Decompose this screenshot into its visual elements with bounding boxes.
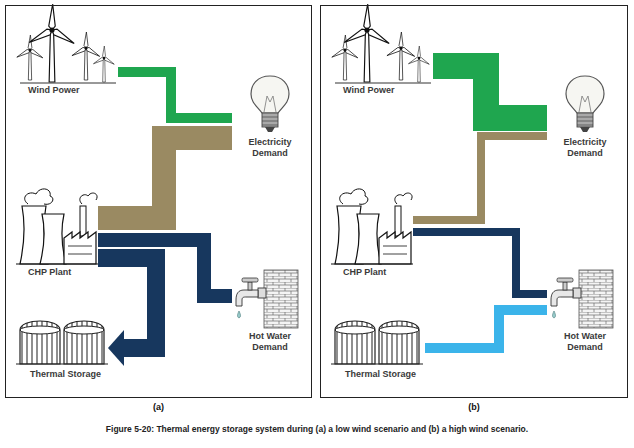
flow-band <box>413 136 547 220</box>
component-node: Hot Water Demand <box>547 268 623 355</box>
flow-bands <box>98 66 547 348</box>
component-node: Electricity Demand <box>547 74 623 161</box>
node-label: Hot Water Demand <box>234 331 306 353</box>
node-label: CHP Plant <box>331 267 411 278</box>
flow-band <box>433 66 547 118</box>
node-label: CHP Plant <box>16 267 96 278</box>
panel-label: (a) <box>6 402 311 413</box>
flow-band <box>425 310 547 348</box>
panel-b-art <box>331 4 613 364</box>
component-node: CHP Plant <box>14 186 98 280</box>
panel-label: (b) <box>321 402 627 413</box>
figure-caption: Figure 5-20: Thermal energy storage syst… <box>4 424 630 435</box>
node-label: Electricity Demand <box>234 137 306 159</box>
component-node: Thermal Storage <box>14 306 110 382</box>
component-node: Thermal Storage <box>329 306 425 382</box>
node-label: Wind Power <box>20 85 116 96</box>
icon-space <box>331 307 423 369</box>
component-node: Electricity Demand <box>232 74 308 161</box>
flow-band <box>98 258 156 348</box>
icon-space <box>331 187 411 267</box>
scenario-panel: (a)Wind PowerElectricity DemandCHP Plant… <box>5 5 312 398</box>
icon-space <box>549 269 621 331</box>
component-node: CHP Plant <box>329 186 413 280</box>
node-label: Electricity Demand <box>549 137 621 159</box>
node-label: Hot Water Demand <box>549 331 621 353</box>
flow-band <box>98 138 232 218</box>
node-label: Wind Power <box>335 85 431 96</box>
scenario-panel: (b)Wind PowerElectricity DemandCHP Plant… <box>320 5 628 398</box>
icon-space <box>16 187 96 267</box>
icon-space <box>20 13 116 85</box>
node-label: Thermal Storage <box>331 369 423 380</box>
icon-space <box>234 75 306 137</box>
icon-space <box>16 307 108 369</box>
flow-band <box>118 72 232 118</box>
component-node: Hot Water Demand <box>232 268 308 355</box>
component-node: Wind Power <box>333 12 433 98</box>
icon-space <box>549 75 621 137</box>
icon-space <box>335 13 431 85</box>
panel-a-art <box>16 4 298 364</box>
icon-space <box>234 269 306 331</box>
flow-band <box>413 232 547 294</box>
component-node: Wind Power <box>18 12 118 98</box>
node-label: Thermal Storage <box>16 369 108 380</box>
